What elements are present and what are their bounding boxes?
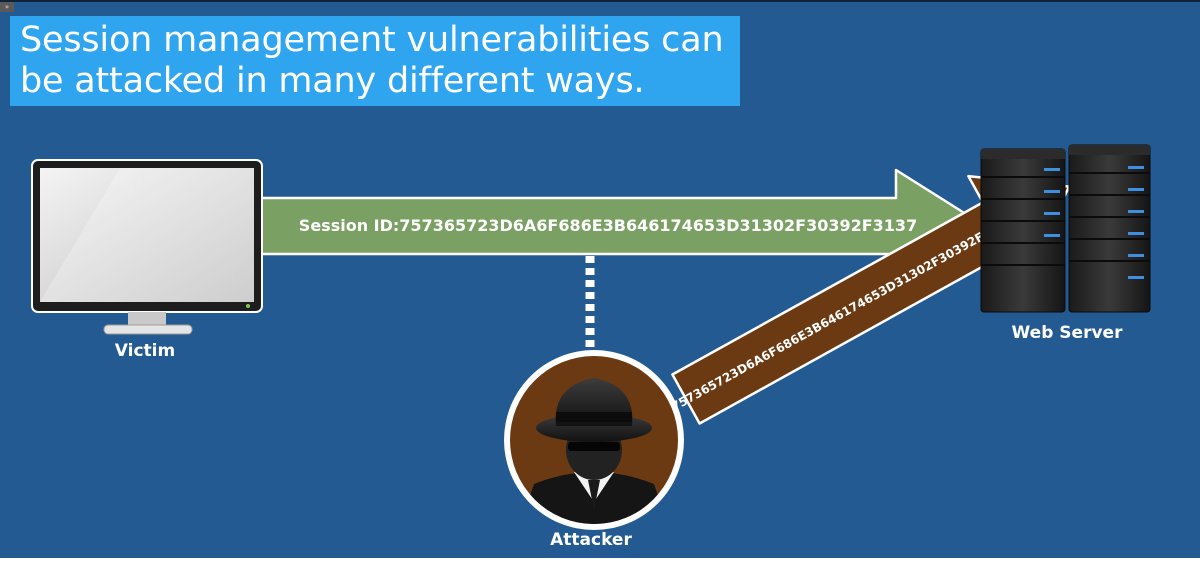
title-banner: Session management vulnerabilities can b… — [10, 16, 740, 106]
monitor-icon — [31, 159, 263, 335]
hooded-attacker-icon — [504, 350, 684, 530]
title-line-2: be attacked in many different ways. — [20, 61, 645, 101]
server-rack-icon — [980, 144, 1151, 313]
web-server-label: Web Server — [1012, 323, 1124, 343]
title-line-1: Session management vulnerabilities can — [20, 20, 724, 60]
session-id-label: Session ID:757365723D6A6F686E3B646174653… — [299, 216, 917, 235]
victim-label: Victim — [115, 341, 175, 361]
expand-icon[interactable]: » — [0, 2, 14, 12]
attacker-label: Attacker — [550, 530, 632, 550]
